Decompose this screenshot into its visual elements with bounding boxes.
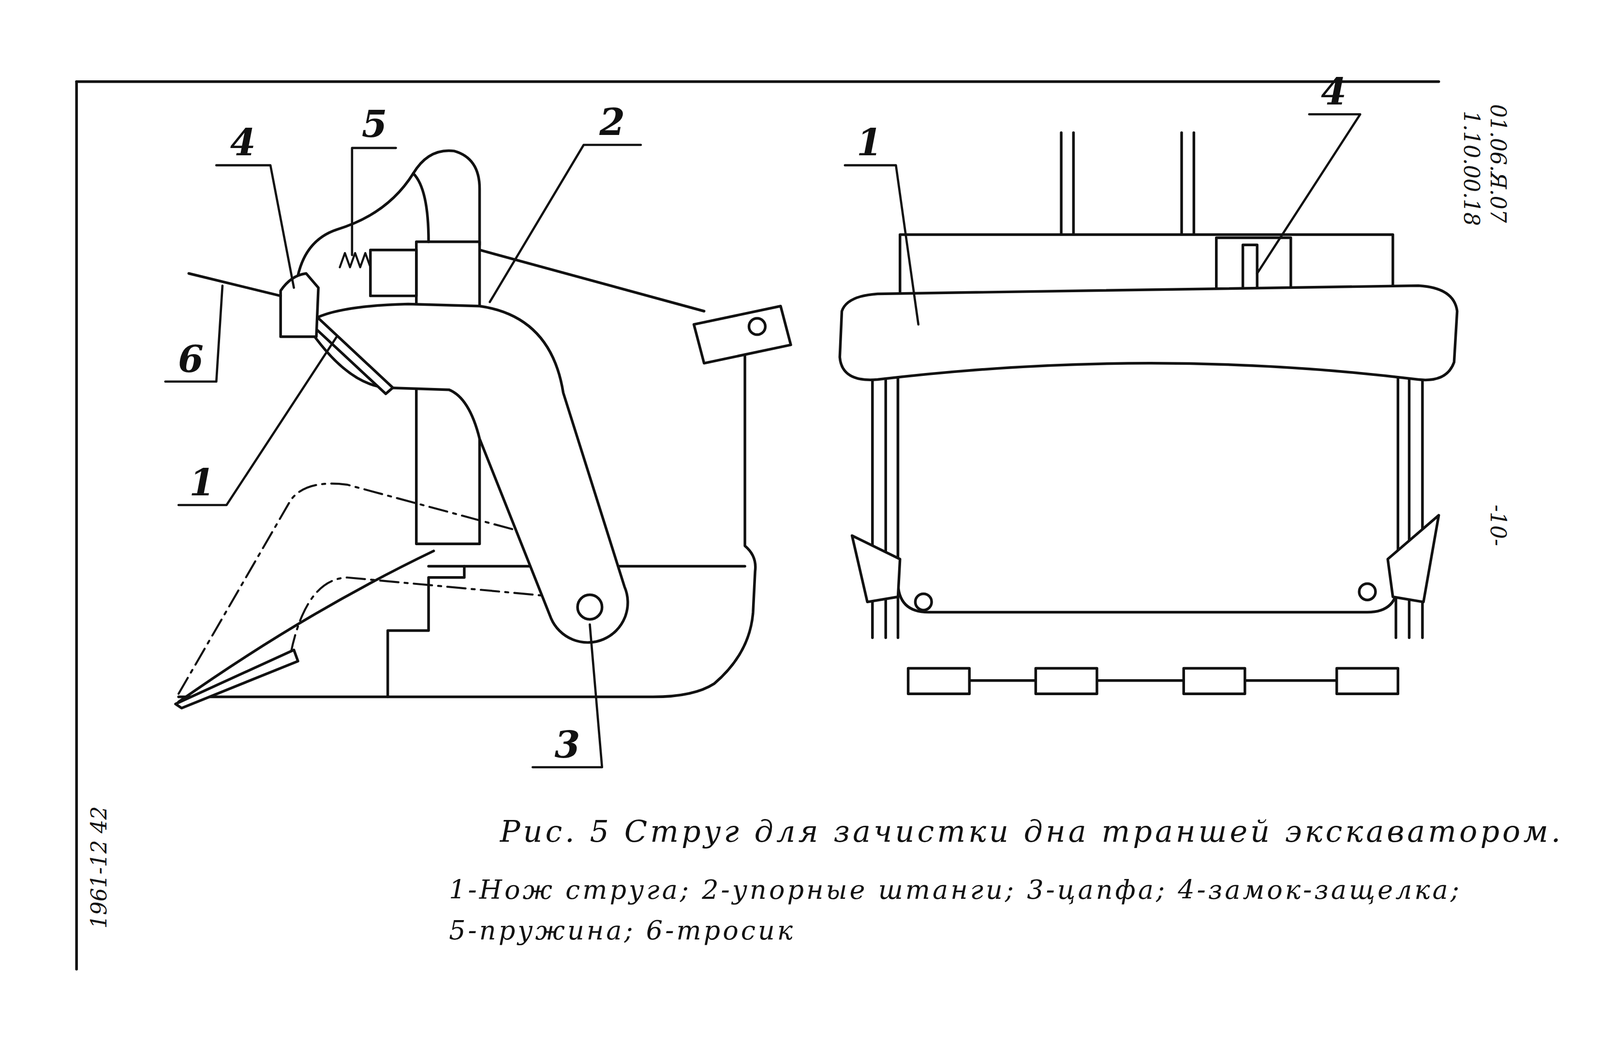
callout-number: 2 [599,102,625,143]
callout-number: 4 [1320,71,1347,113]
parts-list: 1-Нож струга; 2-упорные штанги; 3-цапфа;… [448,875,1462,904]
document-code: 1.10.00.18 [1459,110,1483,226]
frame-line [76,80,1439,83]
page-number: -10- [1486,504,1510,547]
callout-number: 1 [189,462,215,504]
callout-number: 4 [230,122,256,164]
callout-number: 5 [361,104,388,146]
callout-number: 6 [177,339,204,380]
callout-number: 1 [856,122,883,164]
figure-caption: Рис. 5 Струг для зачистки дна траншей эк… [500,814,1564,848]
frame-line [74,81,78,970]
archive-number: 1961-12 42 [87,806,111,929]
document-code: 01.06.Я.07 [1486,103,1510,223]
front-view [839,132,1457,694]
leader-lines [165,114,1361,768]
callout-number: 3 [554,724,581,766]
side-view [175,150,791,708]
parts-list: 5-пружина; 6-тросик [448,916,796,945]
